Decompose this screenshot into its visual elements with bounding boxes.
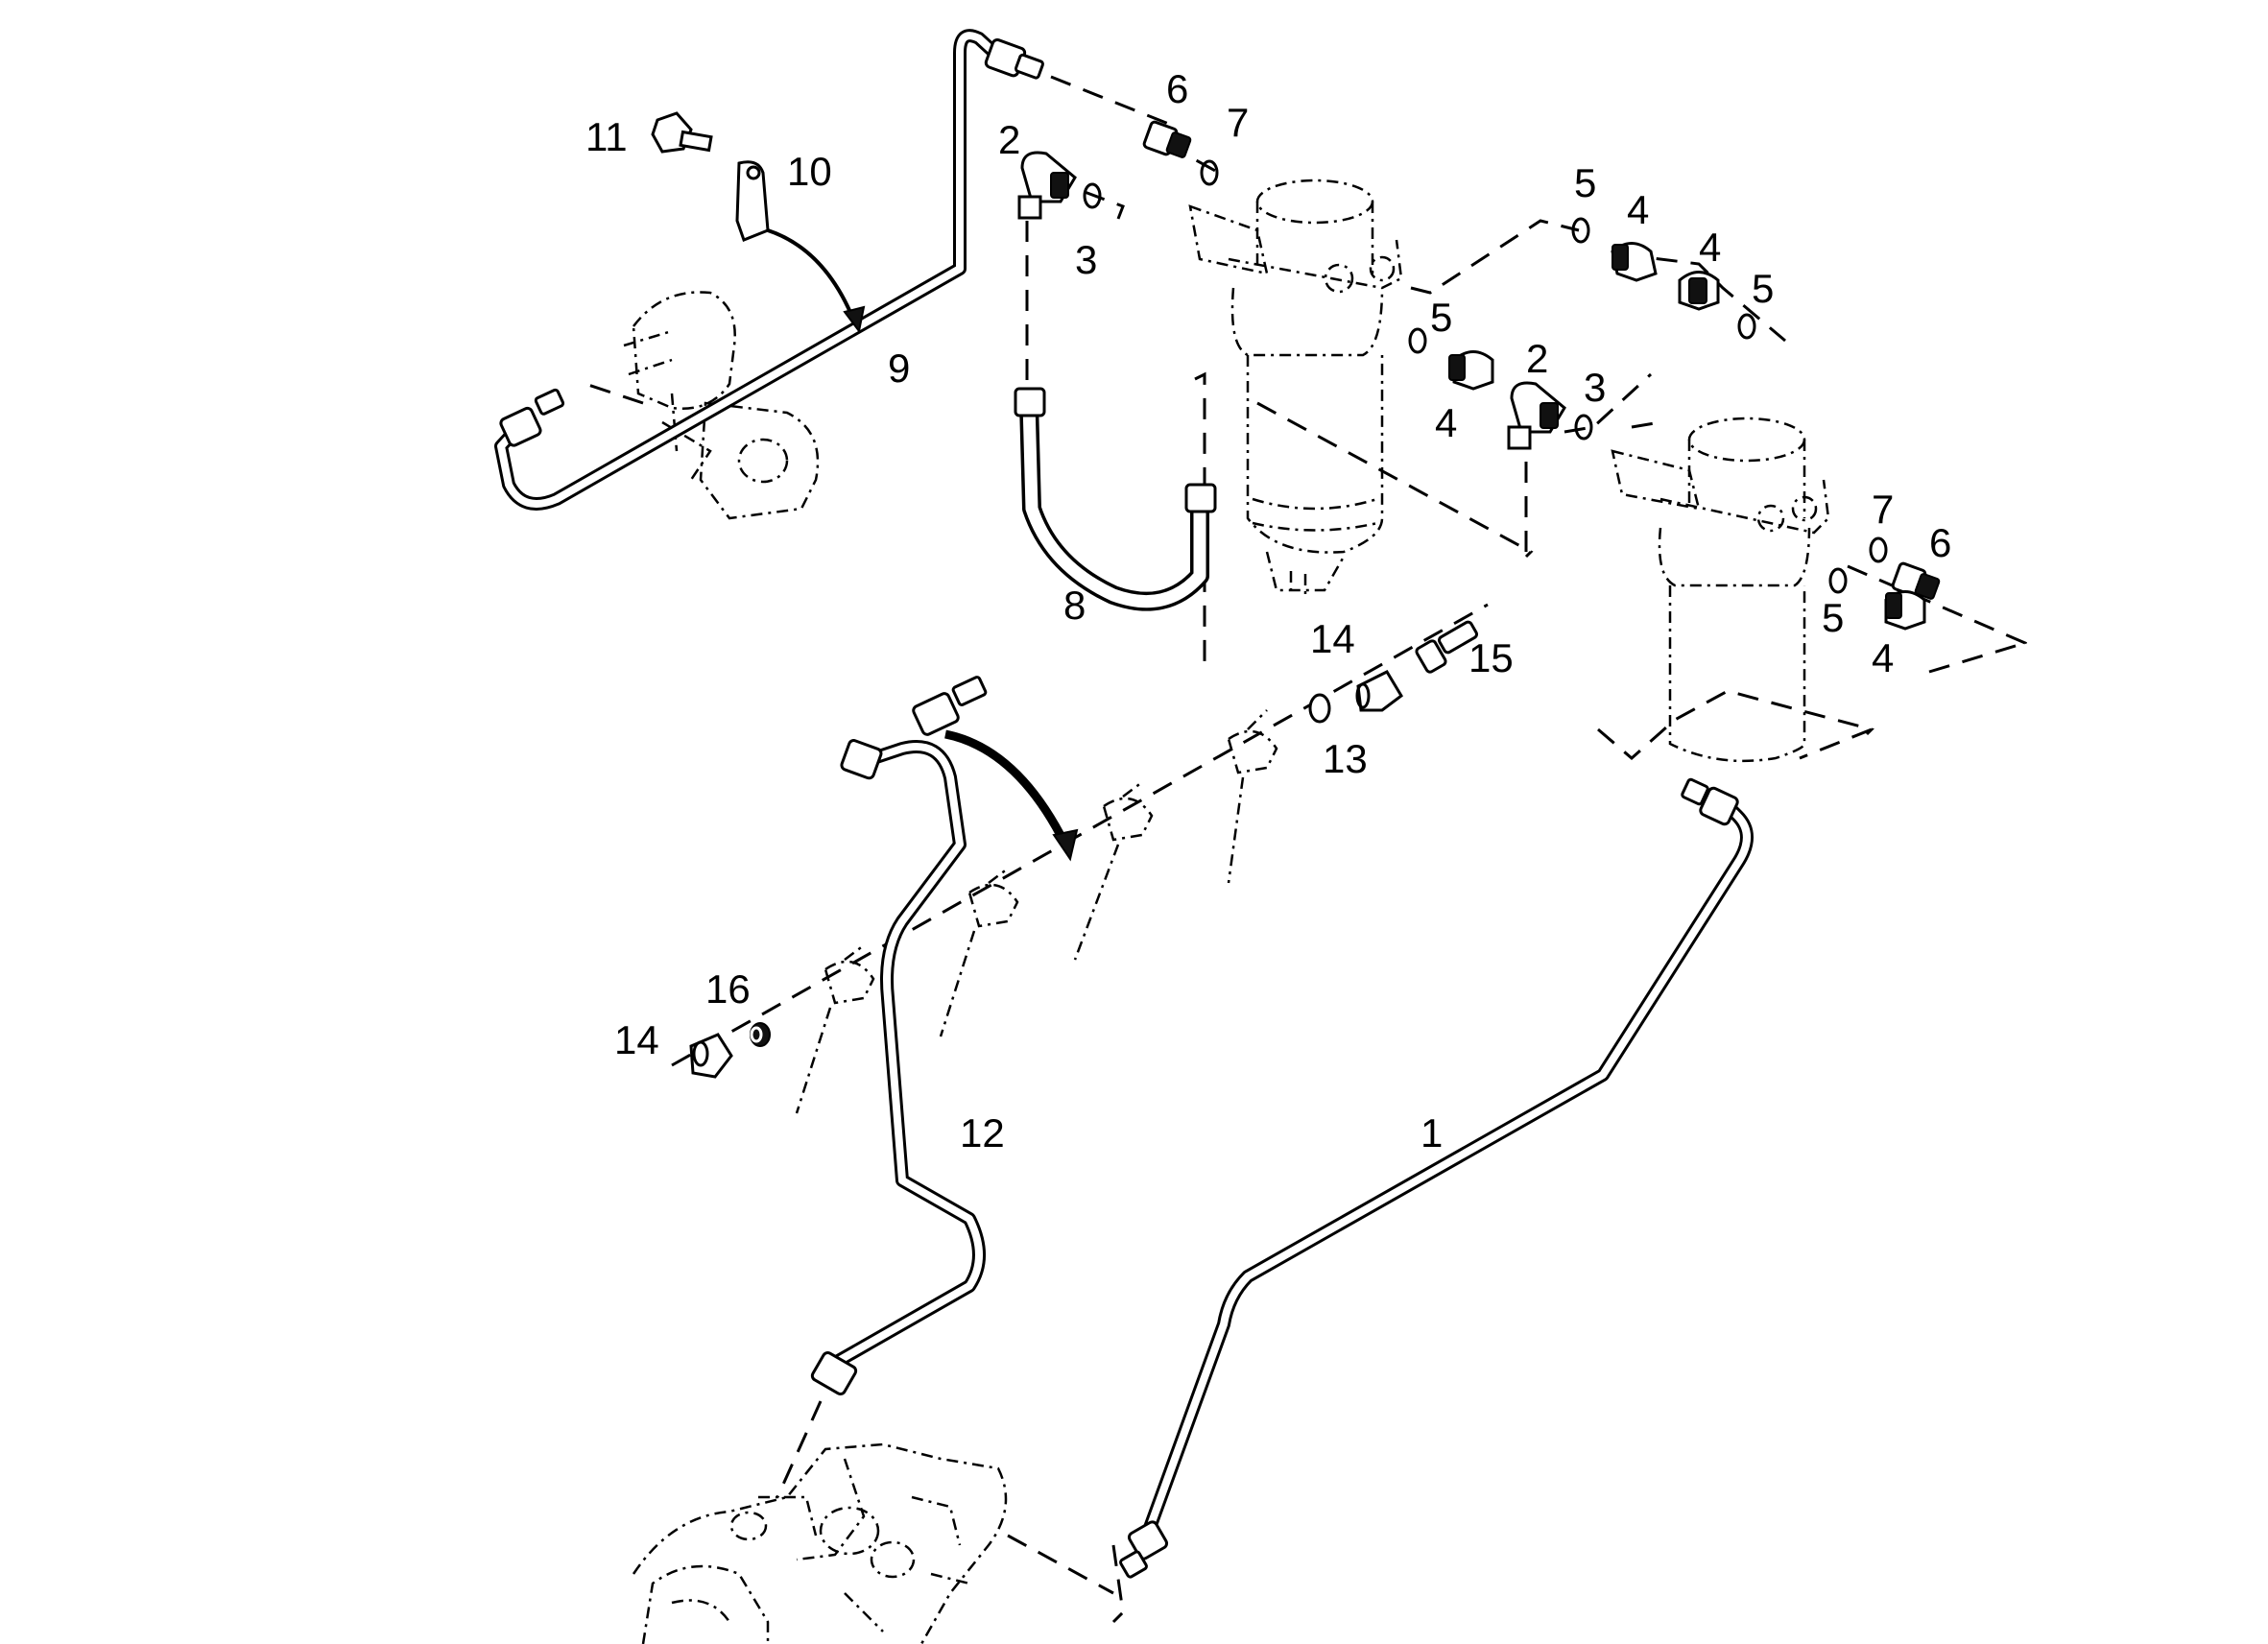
- callout-5: 5: [1822, 595, 1844, 640]
- leader-lines: [585, 75, 2028, 1624]
- clip-10: [735, 160, 770, 242]
- callout-3: 3: [1075, 237, 1097, 282]
- fuel-hose-8: [1019, 393, 1209, 611]
- callout-2: 2: [1526, 336, 1548, 381]
- ghost-injection-pump: [632, 1442, 1008, 1644]
- bolt-11: [651, 111, 713, 154]
- callout-1: 1: [1420, 1110, 1443, 1156]
- adapter-6-right: [1891, 561, 1941, 600]
- callout-9: 9: [888, 345, 910, 391]
- injector-arrow: [944, 729, 1079, 862]
- callout-5: 5: [1752, 266, 1774, 311]
- elbow-fitting-2-left: [1017, 151, 1077, 220]
- callout-4: 4: [1872, 635, 1894, 680]
- callouts: 1 2 2 3 3 4 4 4 4 5 5 5 5 6 6 7 7 8 9 10…: [585, 66, 1951, 1156]
- pipe-12-fittings: [810, 676, 988, 1396]
- plugs-4: [1448, 242, 1926, 631]
- fuel-pipe-1: [1140, 790, 1754, 1542]
- callout-16: 16: [705, 966, 751, 1012]
- ghost-fuel-filter-center: [1188, 179, 1403, 595]
- callout-14: 14: [614, 1017, 659, 1062]
- callout-3: 3: [1584, 365, 1606, 410]
- nut-14-right: [1355, 670, 1403, 712]
- callout-15: 15: [1468, 635, 1514, 680]
- ghost-filter-head-left: [623, 291, 820, 520]
- pipe-9-fittings: [499, 37, 1044, 447]
- callout-2: 2: [998, 117, 1020, 162]
- hose-8-fittings: [1014, 387, 1217, 513]
- clip-arrow-top: [767, 228, 866, 334]
- washer-13-right: [1308, 693, 1331, 724]
- callout-13: 13: [1323, 736, 1368, 781]
- callout-4: 4: [1699, 225, 1721, 270]
- callout-4: 4: [1627, 187, 1649, 232]
- nut-14-left: [689, 1033, 733, 1079]
- callout-4: 4: [1435, 400, 1457, 445]
- adapter-6-left: [1142, 120, 1192, 158]
- elbow-fitting-2-right: [1507, 381, 1566, 450]
- ghost-fuel-filter-right: [1611, 417, 1830, 763]
- washer-16: [750, 1022, 771, 1047]
- washers: [1083, 159, 1888, 594]
- callout-6: 6: [1929, 520, 1951, 565]
- callout-7: 7: [1872, 487, 1894, 532]
- callout-14: 14: [1310, 616, 1355, 661]
- callout-10: 10: [787, 149, 832, 194]
- pipe-1-fittings: [1119, 777, 1739, 1579]
- nipple-15: [1415, 620, 1478, 674]
- callout-11: 11: [585, 114, 628, 159]
- callout-12: 12: [960, 1110, 1005, 1156]
- callout-5: 5: [1574, 160, 1596, 205]
- callout-8: 8: [1063, 583, 1086, 628]
- callout-7: 7: [1227, 100, 1249, 145]
- fuel-pipe-12: [828, 740, 986, 1370]
- callout-6: 6: [1166, 66, 1188, 111]
- callout-5: 5: [1430, 295, 1452, 340]
- fuel-pipe-9: [494, 29, 1010, 511]
